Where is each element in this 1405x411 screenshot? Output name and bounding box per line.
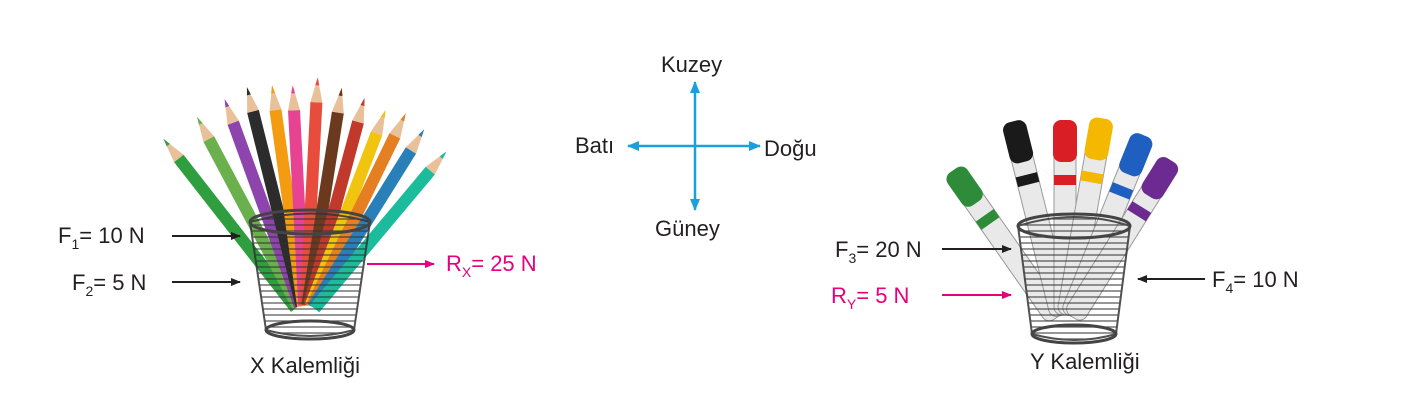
y-holder-caption: Y Kalemliği [1030, 349, 1140, 374]
f1-label: F1= 10 N [58, 223, 145, 252]
compass-north-label: Kuzey [661, 52, 723, 77]
f3-label: F3= 20 N [835, 237, 922, 266]
y-marker-holder [942, 117, 1205, 345]
compass [627, 81, 761, 211]
mesh-cup [1016, 212, 1132, 345]
x-pencil-holder [163, 77, 447, 341]
rx-label: RX= 25 N [446, 251, 537, 280]
f2-label: F2= 5 N [72, 270, 147, 299]
x-holder-caption: X Kalemliği [250, 353, 361, 378]
ry-label: RY= 5 N [831, 283, 910, 312]
compass-east-label: Doğu [764, 136, 817, 161]
compass-west-label: Batı [575, 133, 615, 158]
compass-south-label: Güney [655, 216, 720, 241]
mesh-cup [248, 208, 372, 341]
f4-label: F4= 10 N [1212, 267, 1299, 296]
